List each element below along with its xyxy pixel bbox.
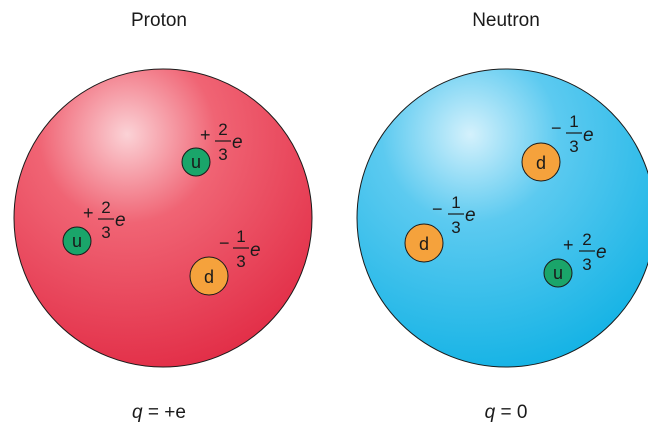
svg-text:e: e <box>250 240 261 261</box>
quark-label: d <box>536 153 546 173</box>
svg-text:2: 2 <box>101 198 110 217</box>
svg-text:−: − <box>551 118 562 138</box>
svg-text:3: 3 <box>582 255 591 274</box>
svg-text:−: − <box>219 233 230 253</box>
svg-text:3: 3 <box>101 223 110 242</box>
svg-text:1: 1 <box>569 112 578 131</box>
proton-sphere <box>14 69 312 367</box>
svg-text:1: 1 <box>451 193 460 212</box>
svg-text:+: + <box>200 125 211 145</box>
charge-value: = 0 <box>500 402 527 423</box>
svg-text:2: 2 <box>218 120 227 139</box>
charge-symbol: q <box>485 402 496 423</box>
neutron-charge: q = 0 <box>406 402 606 424</box>
svg-text:1: 1 <box>236 227 245 246</box>
svg-text:3: 3 <box>236 252 245 271</box>
neutron-sphere <box>357 69 648 367</box>
svg-text:e: e <box>232 132 243 153</box>
svg-text:e: e <box>115 210 126 231</box>
svg-text:+: + <box>563 235 574 255</box>
quark-label: u <box>191 152 201 172</box>
quark-label: u <box>553 263 563 283</box>
svg-text:e: e <box>583 125 594 146</box>
svg-text:3: 3 <box>569 137 578 156</box>
svg-text:e: e <box>465 205 476 226</box>
svg-text:3: 3 <box>451 218 460 237</box>
quark-label: u <box>72 231 82 251</box>
svg-text:+: + <box>83 203 94 223</box>
quark-label: d <box>419 234 429 254</box>
charge-value: = +e <box>148 402 186 423</box>
charge-symbol: q <box>132 402 143 423</box>
svg-text:3: 3 <box>218 145 227 164</box>
proton-charge: q = +e <box>59 402 259 424</box>
quark-label: d <box>204 267 214 287</box>
svg-text:−: − <box>432 199 443 219</box>
svg-text:e: e <box>596 242 607 263</box>
svg-text:2: 2 <box>582 230 591 249</box>
